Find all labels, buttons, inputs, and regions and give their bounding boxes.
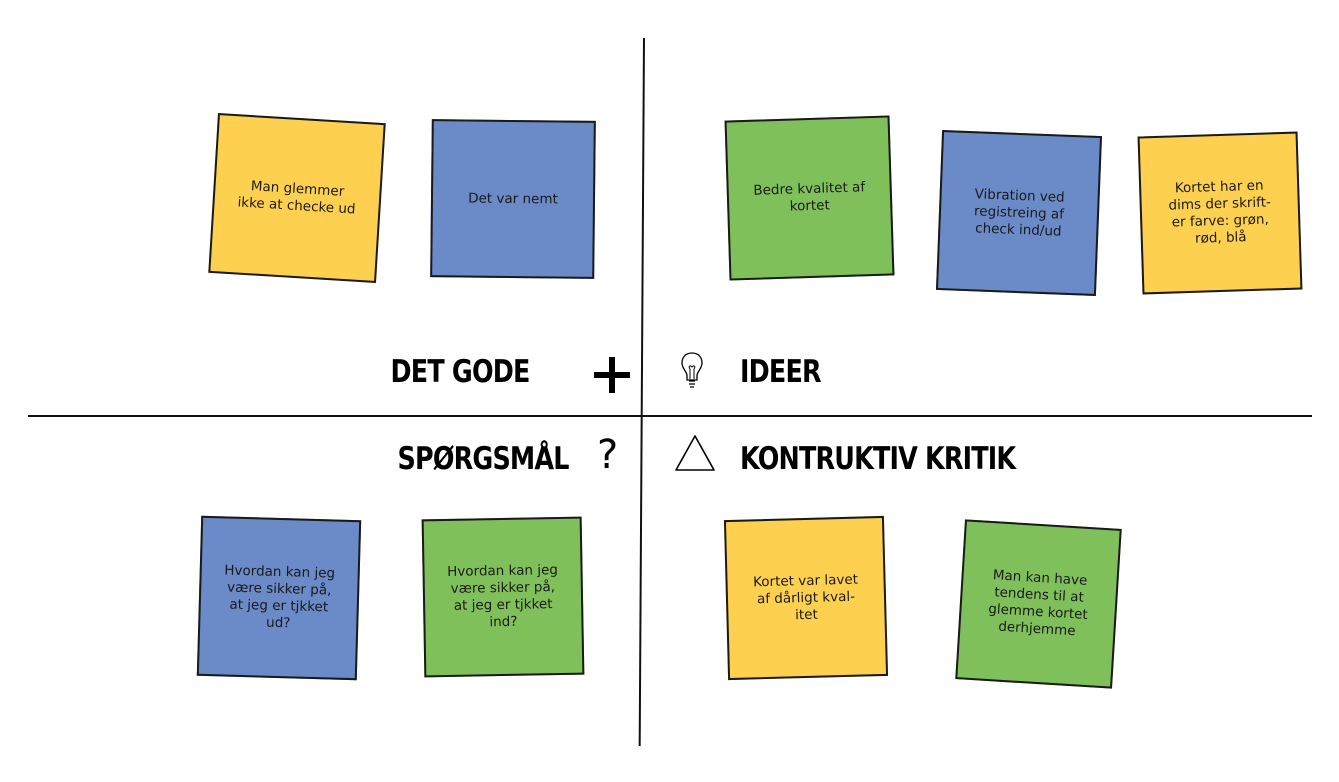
sticky-note[interactable]: Hvordan kan jeg være sikker på, at jeg e… (196, 515, 362, 681)
sticky-note-text: Hvordan kan jeg være sikker på, at jeg e… (224, 562, 336, 632)
lightbulb-icon (680, 350, 704, 392)
quadrant-title-critique: KONTRUKTIV KRITIK (740, 441, 1016, 477)
sticky-note[interactable]: Kortet har en dims der skrift-er farve: … (1137, 131, 1303, 295)
sticky-note-text: Man kan have tendens til at glemme korte… (987, 567, 1089, 640)
question-mark-icon: ? (597, 432, 619, 478)
quadrant-title-questions: SPØRGSMÅL (397, 441, 570, 477)
quadrant-title-ideas: IDEER (740, 354, 822, 390)
sticky-note[interactable]: Hvordan kan jeg være sikker på, at jeg e… (421, 516, 585, 678)
sticky-note[interactable]: Man glemmer ikke at checke ud (208, 113, 386, 283)
quadrant-title-good: DET GODE (390, 354, 531, 390)
sticky-note-text: Kortet var lavet af dårligt kval-itet (752, 571, 859, 623)
sticky-note-text: Det var nemt (468, 190, 558, 207)
sticky-note-text: Vibration ved registreing af check ind/u… (973, 185, 1065, 240)
triangle-icon (674, 433, 716, 473)
plus-icon (593, 356, 631, 394)
sticky-note[interactable]: Bedre kvalitet af kortet (724, 115, 895, 281)
horizontal-divider (28, 415, 1312, 417)
sticky-note[interactable]: Vibration ved registreing af check ind/u… (935, 129, 1103, 297)
sticky-note[interactable]: Kortet var lavet af dårligt kval-itet (723, 515, 889, 681)
sticky-note[interactable]: Man kan have tendens til at glemme korte… (955, 519, 1122, 689)
sticky-note-text: Bedre kvalitet af kortet (753, 179, 866, 215)
sticky-note-text: Hvordan kan jeg være sikker på, at jeg e… (447, 562, 559, 631)
sticky-note[interactable]: Det var nemt (430, 119, 596, 279)
sticky-note-text: Man glemmer ikke at checke ud (237, 178, 356, 218)
vertical-divider (638, 37, 645, 746)
sticky-note-text: Kortet har en dims der skrift-er farve: … (1168, 177, 1272, 247)
